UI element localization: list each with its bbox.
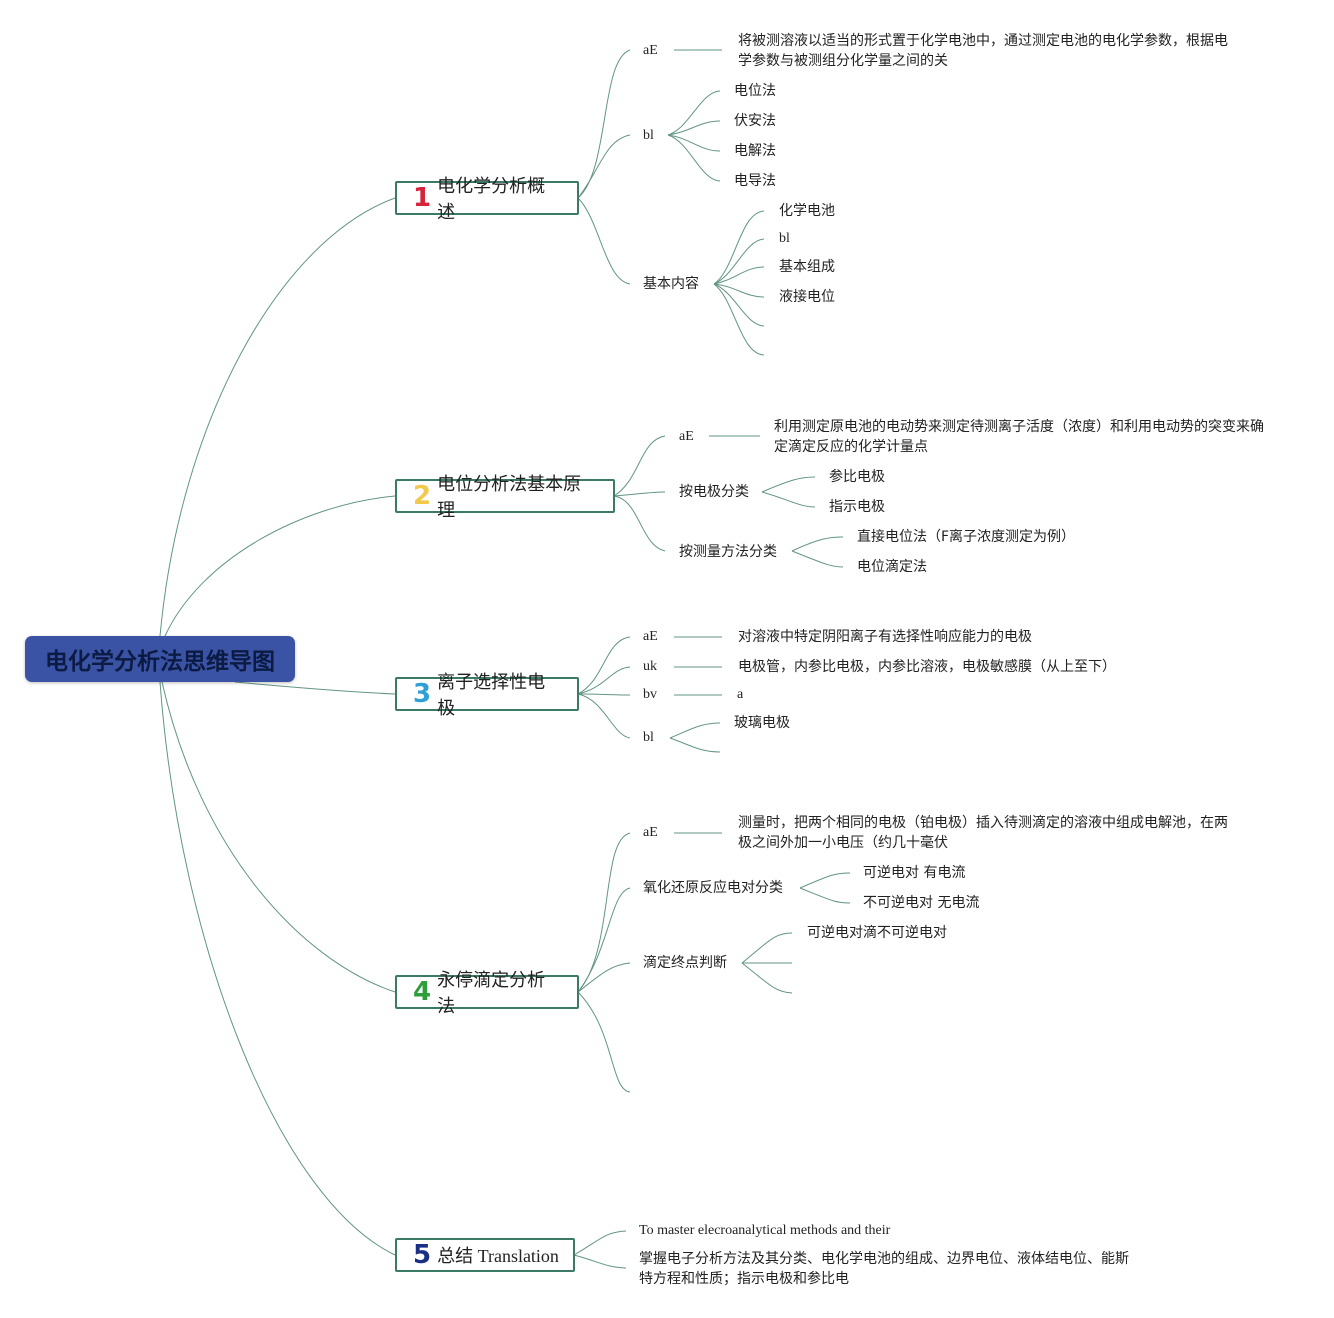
topic-by-method[interactable]: 按测量方法分类 (679, 544, 777, 560)
topic-endpoint[interactable]: 滴定终点判断 (643, 955, 727, 971)
leaf-item[interactable]: 不可逆电对 无电流 (863, 895, 980, 911)
branch-4-node[interactable]: 4 永停滴定分析法 (395, 970, 579, 1017)
summary-english[interactable]: To master elecroanalytical methods and t… (639, 1223, 891, 1238)
topic-redox[interactable]: 氧化还原反应电对分类 (643, 880, 783, 896)
topic-uk-text[interactable]: 电极管，内参比电极，内参比溶液，电极敏感膜（从上至下） (738, 659, 1116, 675)
root-node[interactable]: 电化学分析法思维导图 (25, 636, 295, 682)
leaf-item[interactable]: 参比电极 (829, 469, 885, 485)
topic-ae-text[interactable]: 将被测溶液以适当的形式置于化学电池中，通过测定电池的电化学参数，根据电学参数与被… (738, 33, 1228, 69)
topic-basic[interactable]: 基本内容 (643, 276, 699, 292)
leaf-item[interactable]: bl (779, 231, 790, 246)
leaf-item[interactable]: 可逆电对 有电流 (863, 865, 966, 881)
branch-label: 电化学分析概述 (437, 176, 546, 223)
root-label: 电化学分析法思维导图 (45, 649, 275, 675)
leaf-item[interactable]: 基本组成 (779, 259, 835, 275)
leaf-item[interactable]: 直接电位法（F离子浓度测定为例） (857, 529, 1076, 545)
branch-label: 总结 Translation (437, 1246, 559, 1266)
leaf-item[interactable]: 可逆电对滴不可逆电对 (807, 925, 947, 941)
topic-bl[interactable]: bl (643, 730, 654, 745)
leaf-item[interactable]: 电导法 (734, 173, 776, 189)
topic-bv-text[interactable]: a (737, 687, 744, 702)
branch-label: 电位分析法基本原理 (437, 474, 582, 521)
leaf-item[interactable]: 电解法 (734, 143, 776, 159)
leaf-item[interactable]: 电位法 (734, 83, 776, 99)
topic-ae-text[interactable]: 对溶液中特定阴阳离子有选择性响应能力的电极 (738, 629, 1032, 645)
leaf-item[interactable]: 伏安法 (734, 113, 776, 129)
leaf-item[interactable]: 指示电极 (829, 499, 885, 515)
topic-ae-text[interactable]: 利用测定原电池的电动势来测定待测离子活度（浓度）和利用电动势的突变来确定滴定反应… (774, 419, 1264, 455)
branch-number: 2 (413, 481, 432, 511)
branch-number: 5 (413, 1240, 432, 1270)
topic-ae-text[interactable]: 测量时，把两个相同的电极（铂电极）插入待测滴定的溶液中组成电解池，在两极之间外加… (738, 815, 1228, 851)
topic-ae[interactable]: aE (643, 629, 658, 644)
topic-by-electrode[interactable]: 按电极分类 (679, 484, 749, 500)
branch-1-node[interactable]: 1 电化学分析概述 (395, 176, 579, 223)
topic-ae[interactable]: aE (679, 429, 694, 444)
branch-5-node[interactable]: 5 总结 Translation (395, 1238, 575, 1272)
branch-label: 永停滴定分析法 (437, 970, 546, 1017)
leaf-item[interactable]: 液接电位 (779, 289, 835, 305)
topic-uk[interactable]: uk (643, 659, 657, 674)
summary-chinese[interactable]: 掌握电子分析方法及其分类、电化学电池的组成、边界电位、液体结电位、能斯特方程和性… (639, 1251, 1129, 1287)
branch-3-node[interactable]: 3 离子选择性电极 (395, 672, 579, 719)
leaf-item[interactable]: 电位滴定法 (857, 559, 927, 575)
branch-2-node[interactable]: 2 电位分析法基本原理 (395, 474, 615, 521)
topic-ae[interactable]: aE (643, 825, 658, 840)
topic-bl[interactable]: bl (643, 128, 654, 143)
branch-number: 3 (413, 679, 432, 709)
topic-ae[interactable]: aE (643, 43, 658, 58)
branch-number: 4 (413, 977, 432, 1007)
branch-label: 离子选择性电极 (437, 672, 546, 719)
topic-bv[interactable]: bv (643, 687, 657, 702)
leaf-item[interactable]: 玻璃电极 (734, 715, 790, 731)
branch-number: 1 (413, 183, 432, 213)
leaf-item[interactable]: 化学电池 (779, 203, 835, 219)
